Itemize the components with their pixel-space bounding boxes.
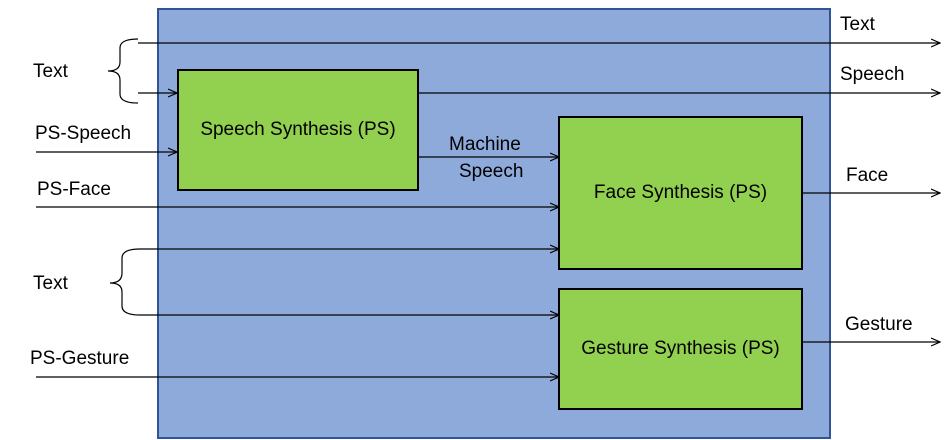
- speech-synthesis-label: Speech Synthesis (PS): [200, 119, 396, 140]
- input-text-bottom: Text: [33, 273, 68, 294]
- machine-speech-label-2: Speech: [459, 161, 524, 182]
- output-text: Text: [840, 14, 875, 35]
- text-top-brace: [107, 38, 139, 104]
- gesture-synthesis-block: Gesture Synthesis (PS): [558, 288, 803, 410]
- output-face: Face: [846, 165, 889, 186]
- output-speech: Speech: [840, 64, 905, 85]
- text-bottom-brace: [109, 248, 141, 316]
- face-synthesis-block: Face Synthesis (PS): [558, 116, 803, 270]
- input-text-top: Text: [33, 61, 68, 82]
- speech-synthesis-block: Speech Synthesis (PS): [177, 69, 419, 191]
- input-ps-gesture: PS-Gesture: [30, 348, 130, 369]
- gesture-synthesis-label: Gesture Synthesis (PS): [581, 338, 780, 359]
- input-ps-speech: PS-Speech: [35, 123, 132, 144]
- face-synthesis-label: Face Synthesis (PS): [593, 182, 768, 203]
- machine-speech-label-1: Machine: [449, 134, 521, 155]
- output-gesture: Gesture: [845, 314, 913, 335]
- input-ps-face: PS-Face: [37, 179, 111, 200]
